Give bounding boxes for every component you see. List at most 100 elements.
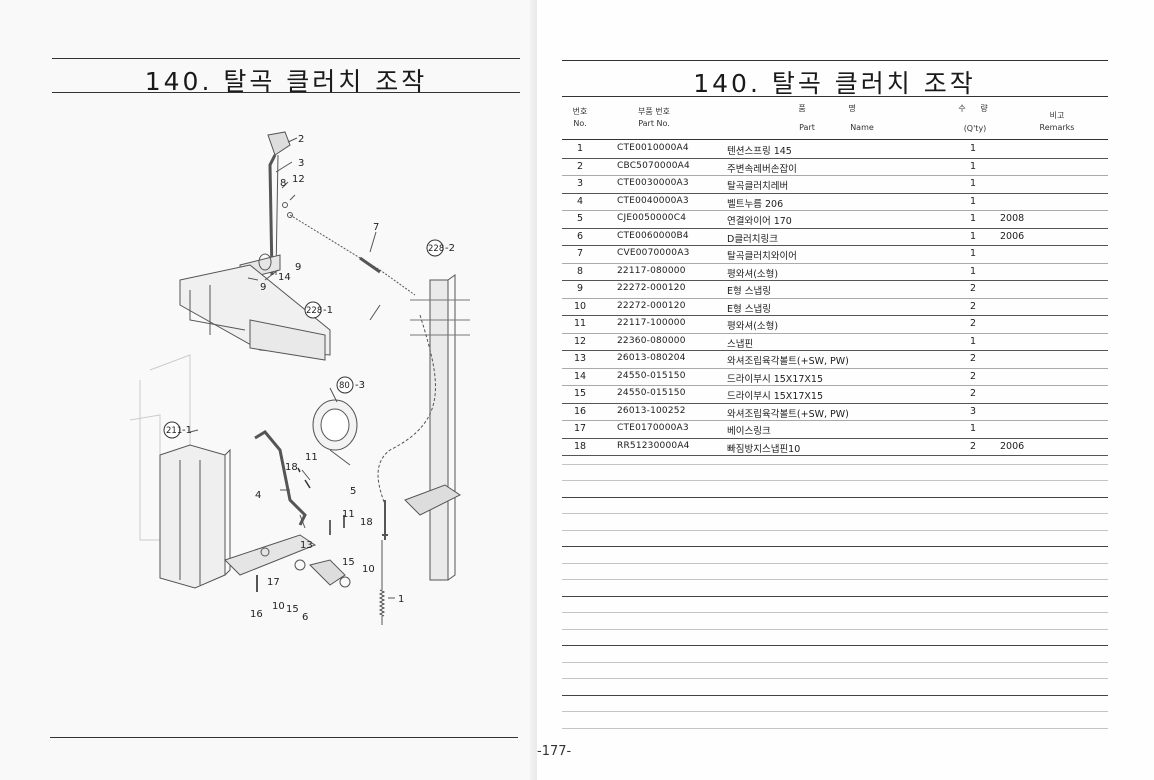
blank-line — [562, 465, 1108, 481]
row-no: 12 — [573, 335, 587, 347]
blank-line — [562, 646, 1108, 663]
row-remarks: 2008 — [1000, 213, 1025, 224]
row-part-name: 탈곡클러치와이어 — [727, 251, 797, 262]
header-remarks: 비고 Remarks — [1032, 110, 1082, 134]
header-remarks-en: Remarks — [1039, 123, 1075, 132]
row-no: 7 — [576, 248, 584, 259]
row-part-name: 베이스링크 — [727, 426, 771, 437]
row-part-no: 22272-000120 — [617, 283, 686, 293]
title-bottom-rule — [562, 96, 1108, 97]
callout-6: 6 — [302, 612, 308, 623]
row-no: 8 — [576, 265, 584, 277]
row-qty: 1 — [969, 178, 977, 189]
row-part-no: CTE0170000A3 — [617, 423, 689, 433]
row-no: 10 — [573, 300, 587, 312]
row-part-name: 드라이부시 15X17X15 — [727, 373, 824, 385]
row-remarks: 2006 — [1000, 440, 1025, 452]
row-qty: 3 — [969, 405, 977, 417]
row-part-name: 와셔조립육각볼트(+SW, PW) — [727, 356, 849, 367]
callout-17: 17 — [267, 577, 280, 588]
row-qty: 1 — [969, 335, 977, 347]
callout-16: 16 — [250, 609, 263, 620]
callout-10-lower: 10 — [272, 601, 285, 612]
blank-line — [562, 613, 1108, 630]
row-part-name: 드라이부시 15X17X15 — [727, 391, 824, 402]
row-no: 6 — [576, 230, 584, 242]
callout-211-suffix: -1 — [182, 425, 192, 436]
callout-15-lower: 15 — [286, 604, 299, 615]
callout-13: 13 — [300, 540, 313, 551]
blank-line — [562, 663, 1108, 679]
row-part-no: CTE0030000A3 — [617, 178, 689, 188]
row-part-no: CBC5070000A4 — [617, 160, 690, 171]
row-no: 13 — [573, 353, 587, 364]
blank-line — [562, 448, 1108, 465]
blank-line — [562, 531, 1108, 547]
row-part-name: E형 스냅링 — [727, 303, 771, 315]
callout-18-lower: 18 — [360, 517, 373, 528]
row-no: 1 — [576, 143, 584, 154]
exploded-parts-diagram: 2 3 8 12 7 14 9 9 228 -2 228 -1 80 -3 21… — [130, 131, 470, 625]
blank-line — [562, 514, 1108, 531]
row-no: 4 — [576, 195, 584, 207]
callout-15-right: 15 — [342, 557, 355, 568]
header-part-no: 부품 번호 Part No. — [619, 106, 689, 130]
blank-line — [562, 481, 1108, 498]
blank-line — [562, 498, 1108, 514]
row-part-no: RR51230000A4 — [617, 440, 690, 451]
callout-228-2-suffix: -2 — [445, 243, 455, 254]
callout-3: 3 — [298, 158, 304, 169]
row-qty: 1 — [969, 265, 977, 277]
row-no: 16 — [573, 405, 587, 417]
callout-11-upper: 11 — [305, 452, 318, 463]
row-qty: 1 — [969, 160, 977, 172]
header-no: 번호 No. — [562, 106, 598, 130]
row-part-no: 22272-000120 — [617, 300, 686, 311]
row-qty: 1 — [969, 248, 977, 259]
row-qty: 2 — [969, 388, 977, 399]
row-part-no: CTE0060000B4 — [617, 230, 689, 241]
callout-80: 80 — [339, 381, 350, 391]
callout-7: 7 — [373, 222, 379, 233]
row-part-name: 연결와이어 170 — [727, 216, 792, 227]
row-part-name: 벨트누름 206 — [727, 198, 784, 210]
row-part-name: 스냅핀 — [727, 338, 754, 350]
row-part-no: 22117-080000 — [617, 265, 686, 276]
callout-228-2: 228 — [428, 244, 444, 254]
row-part-no: 24550-015150 — [617, 388, 686, 398]
header-part-kr: 부품 번호 — [638, 107, 670, 116]
row-part-no: CVE0070000A3 — [617, 248, 690, 258]
blank-line — [562, 696, 1108, 712]
row-remarks: 2006 — [1000, 230, 1025, 242]
title-top-rule — [52, 58, 520, 59]
row-no: 15 — [573, 388, 587, 399]
row-qty: 2 — [969, 283, 977, 294]
callout-211: 211 — [166, 426, 182, 436]
header-name-en-1: Part — [799, 123, 815, 132]
callout-18-upper: 18 — [285, 462, 298, 473]
right-page-title: 140. 탈곡 클러치 조작 — [693, 69, 976, 98]
table-row: 8 22117-080000 평와셔(소형) 1 — [562, 264, 1108, 281]
blank-line — [562, 547, 1108, 564]
row-qty: 2 — [969, 318, 977, 329]
callout-80-suffix: -3 — [355, 380, 365, 391]
row-part-name: 평와셔(소형) — [727, 268, 779, 280]
callout-11-lower: 11 — [342, 509, 355, 520]
callout-12: 12 — [292, 174, 305, 185]
row-part-no: 22117-100000 — [617, 318, 686, 328]
row-part-name: 텐션스프링 145 — [727, 146, 792, 157]
row-no: 17 — [573, 423, 587, 434]
row-no: 3 — [576, 178, 584, 189]
row-qty: 1 — [969, 195, 977, 207]
table-row: 7 CVE0070000A3 탈곡클러치와이어 1 — [562, 246, 1108, 264]
callout-4: 4 — [255, 490, 261, 501]
callout-2: 2 — [298, 134, 304, 145]
